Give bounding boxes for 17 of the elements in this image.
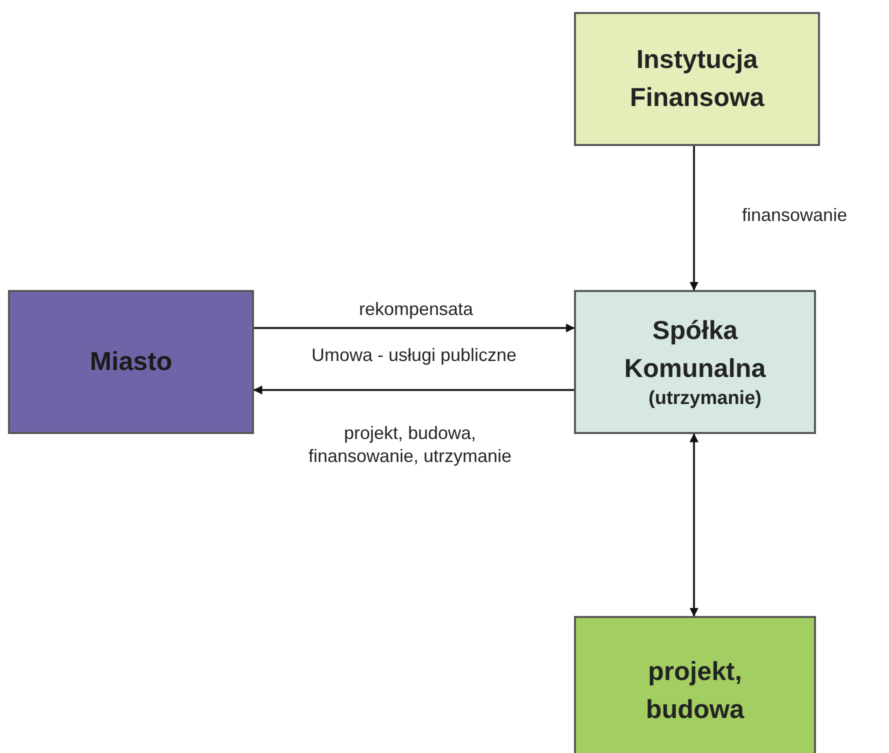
arrow xyxy=(690,433,698,617)
edge-label: finansowanie xyxy=(742,204,848,226)
edge-label: rekompensata xyxy=(358,298,474,320)
process-box xyxy=(574,12,820,146)
edge-label: Umowa - usługi publiczne xyxy=(310,344,518,366)
box-subtitle: (utrzymanie) xyxy=(648,387,762,412)
box-title: Instytucja Finansowa xyxy=(628,43,766,114)
arrow xyxy=(690,146,698,291)
process-box xyxy=(574,290,816,434)
arrow xyxy=(254,324,575,332)
box-title: Miasto xyxy=(88,345,174,378)
process-box xyxy=(8,290,254,434)
note-text: projekt, budowa, finansowanie, utrzymanie xyxy=(307,422,513,467)
box-title: projekt, budowa xyxy=(644,655,746,726)
box-title: Spółka Komunalna xyxy=(623,314,767,385)
process-box xyxy=(574,616,816,753)
arrow xyxy=(253,386,574,394)
